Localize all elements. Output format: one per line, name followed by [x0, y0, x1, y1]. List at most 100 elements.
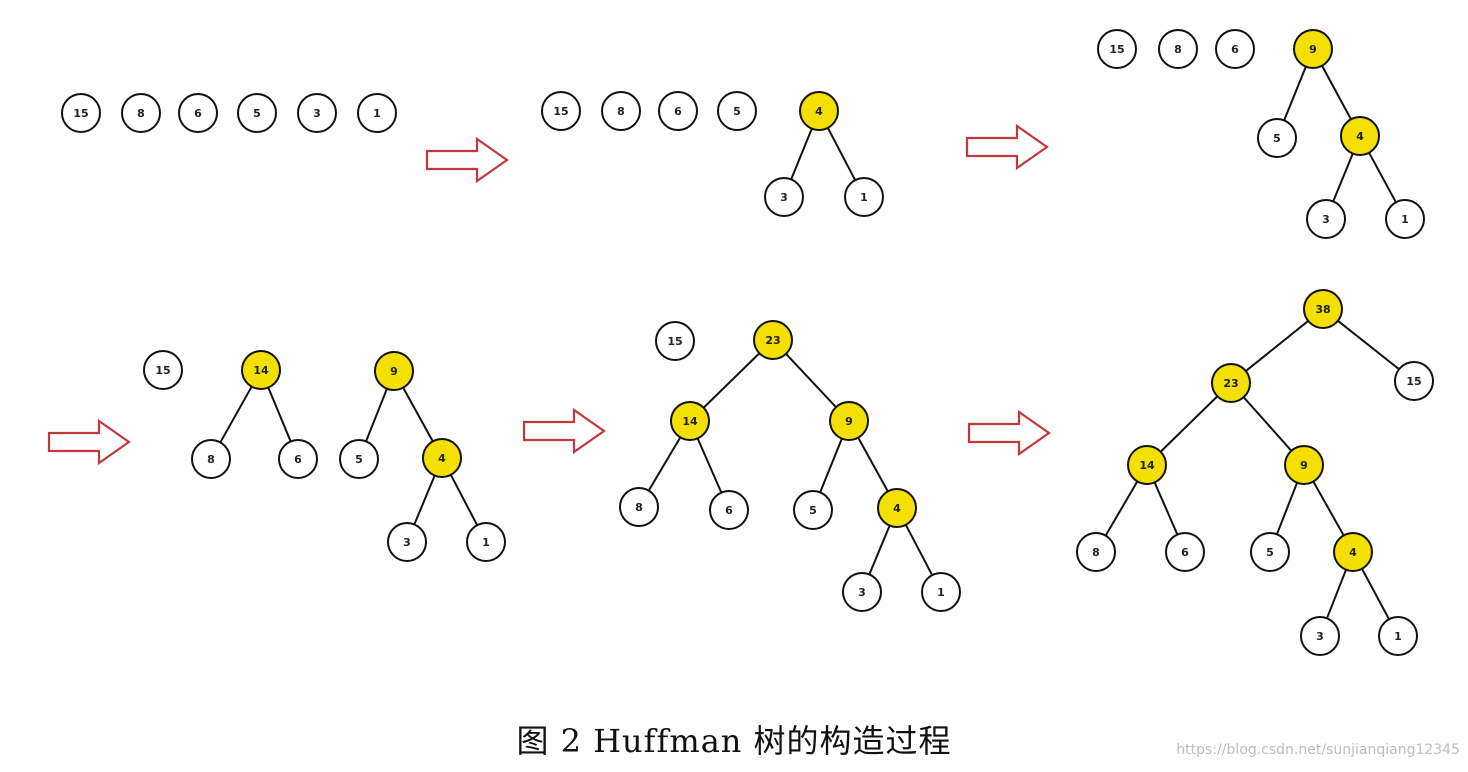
node-circle	[339, 439, 379, 479]
node-weight-label: 6	[674, 105, 682, 118]
leaf-node: 5	[1250, 532, 1290, 572]
internal-node: 9	[1284, 445, 1324, 485]
node-circle	[278, 439, 318, 479]
internal-node: 4	[422, 438, 462, 478]
right-arrow-icon	[965, 123, 1049, 171]
node-circle	[658, 91, 698, 131]
leaf-node: 5	[717, 91, 757, 131]
node-circle	[793, 490, 833, 530]
node-weight-label: 23	[1223, 377, 1238, 390]
tree-edge	[785, 353, 837, 408]
node-circle	[357, 93, 397, 133]
node-circle	[241, 350, 281, 390]
node-circle	[709, 490, 749, 530]
leaf-node: 5	[237, 93, 277, 133]
leaf-node: 15	[541, 91, 581, 131]
node-circle	[1306, 199, 1346, 239]
leaf-node: 15	[655, 321, 695, 361]
internal-node: 23	[753, 320, 793, 360]
node-weight-label: 15	[155, 364, 170, 377]
node-weight-label: 15	[667, 335, 682, 348]
internal-node: 4	[1333, 532, 1373, 572]
node-circle	[374, 351, 414, 391]
node-weight-label: 8	[1174, 43, 1182, 56]
node-circle	[1127, 445, 1167, 485]
node-circle	[921, 572, 961, 612]
internal-node: 4	[877, 488, 917, 528]
node-circle	[1340, 116, 1380, 156]
node-circle	[844, 177, 884, 217]
node-circle	[121, 93, 161, 133]
tree-edge	[1104, 480, 1139, 537]
node-circle	[799, 91, 839, 131]
node-weight-label: 9	[390, 365, 398, 378]
tree-edge	[413, 475, 436, 525]
right-arrow-icon	[967, 409, 1051, 457]
node-weight-label: 8	[207, 453, 215, 466]
node-circle	[1158, 29, 1198, 69]
node-circle	[1300, 616, 1340, 656]
node-weight-label: 1	[482, 536, 490, 549]
arrow-layer	[47, 123, 1051, 466]
tree-edge	[1321, 65, 1352, 120]
node-circle	[1257, 118, 1297, 158]
node-circle	[297, 93, 337, 133]
leaf-node: 3	[387, 522, 427, 562]
tree-edge	[449, 474, 479, 526]
node-weight-label: 3	[1316, 630, 1324, 643]
node-weight-label: 1	[373, 107, 381, 120]
node-circle	[655, 321, 695, 361]
internal-node: 4	[799, 91, 839, 131]
leaf-node: 3	[1306, 199, 1346, 239]
node-circle	[1211, 363, 1251, 403]
leaf-node: 8	[121, 93, 161, 133]
leaf-node: 6	[1165, 532, 1205, 572]
internal-node: 23	[1211, 363, 1251, 403]
tree-edge	[1326, 569, 1347, 619]
leaf-node: 6	[709, 490, 749, 530]
leaf-node: 15	[1097, 29, 1137, 69]
leaf-node: 1	[466, 522, 506, 562]
leaf-node: 1	[357, 93, 397, 133]
tree-edge	[702, 352, 761, 409]
node-weight-label: 4	[1349, 546, 1357, 559]
node-weight-label: 5	[809, 504, 817, 517]
node-circle	[601, 91, 641, 131]
leaf-node: 15	[1394, 361, 1434, 401]
node-circle	[387, 522, 427, 562]
node-weight-label: 1	[1394, 630, 1402, 643]
node-circle	[143, 350, 183, 390]
node-weight-label: 5	[733, 105, 741, 118]
figure-caption: 图 2 Huffman 树的构造过程	[516, 722, 952, 760]
node-circle	[237, 93, 277, 133]
leaf-node: 5	[1257, 118, 1297, 158]
leaf-node: 8	[191, 439, 231, 479]
node-weight-label: 5	[355, 453, 363, 466]
node-weight-label: 8	[617, 105, 625, 118]
node-weight-label: 15	[553, 105, 568, 118]
node-weight-label: 3	[858, 586, 866, 599]
leaf-node: 8	[601, 91, 641, 131]
node-circle	[829, 401, 869, 441]
watermark-url: https://blog.csdn.net/sunjianqiang12345	[1176, 742, 1460, 758]
leaf-node: 3	[297, 93, 337, 133]
node-circle	[619, 487, 659, 527]
node-circle	[1394, 361, 1434, 401]
internal-node: 14	[241, 350, 281, 390]
node-weight-label: 6	[725, 504, 733, 517]
node-circle	[61, 93, 101, 133]
node-circle	[877, 488, 917, 528]
leaf-node: 1	[1378, 616, 1418, 656]
leaf-node: 6	[658, 91, 698, 131]
internal-node: 9	[374, 351, 414, 391]
tree-edge	[1361, 568, 1390, 620]
tree-edge	[1337, 320, 1400, 370]
node-weight-label: 1	[1401, 213, 1409, 226]
node-circle	[764, 177, 804, 217]
node-circle	[1076, 532, 1116, 572]
leaf-node: 6	[178, 93, 218, 133]
node-weight-label: 3	[780, 191, 788, 204]
leaf-node: 15	[61, 93, 101, 133]
tree-edge	[868, 525, 891, 575]
tree-edge	[1283, 66, 1307, 121]
